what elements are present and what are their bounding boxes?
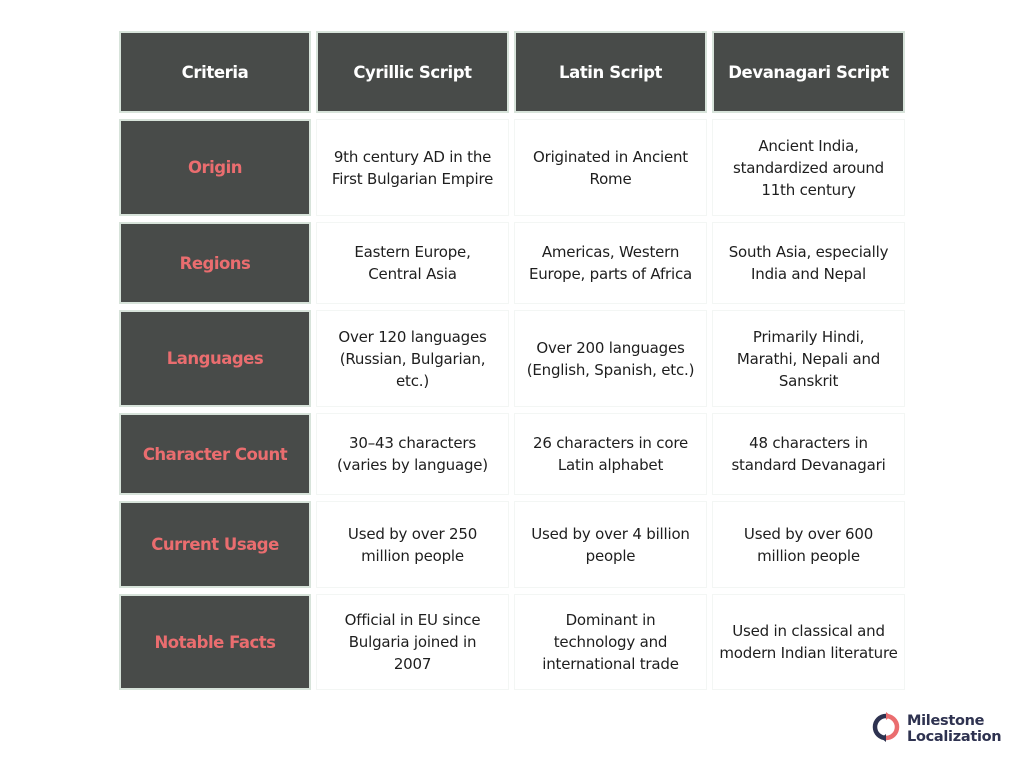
milestone-ring-icon [872, 711, 900, 747]
header-label: Latin Script [558, 62, 663, 82]
cell-latin-regions: Americas, Western Europe, parts of Afric… [514, 222, 707, 304]
criterion-current-usage: Current Usage [119, 501, 311, 588]
cell-latin-languages: Over 200 languages (English, Spanish, et… [514, 310, 707, 407]
milestone-localization-logo: Milestone Localization [872, 711, 1002, 747]
cell-latin-current-usage: Used by over 4 billion people [514, 501, 707, 588]
cell-cyrillic-current-usage: Used by over 250 million people [316, 501, 509, 588]
header-devanagari: Devanagari Script [712, 31, 905, 113]
logo-wordmark: Milestone Localization [907, 713, 1002, 745]
logo-line2: Localization [907, 729, 1002, 745]
header-label: Criteria [181, 62, 249, 82]
cell-latin-origin: Originated in Ancient Rome [514, 119, 707, 216]
cell-cyrillic-regions: Eastern Europe, Central Asia [316, 222, 509, 304]
cell-devanagari-character-count: 48 characters in standard Devanagari [712, 413, 905, 495]
cell-devanagari-notable-facts: Used in classical and modern Indian lite… [712, 594, 905, 690]
cell-cyrillic-origin: 9th century AD in the First Bulgarian Em… [316, 119, 509, 216]
cell-latin-character-count: 26 characters in core Latin alphabet [514, 413, 707, 495]
criterion-character-count: Character Count [119, 413, 311, 495]
criterion-languages: Languages [119, 310, 311, 407]
cell-latin-notable-facts: Dominant in technology and international… [514, 594, 707, 690]
logo-line1: Milestone [907, 713, 985, 729]
cell-devanagari-languages: Primarily Hindi, Marathi, Nepali and San… [712, 310, 905, 407]
criterion-notable-facts: Notable Facts [119, 594, 311, 690]
header-label: Cyrillic Script [353, 62, 472, 82]
cell-devanagari-regions: South Asia, especially India and Nepal [712, 222, 905, 304]
criterion-regions: Regions [119, 222, 311, 304]
cell-devanagari-current-usage: Used by over 600 million people [712, 501, 905, 588]
cell-cyrillic-character-count: 30–43 characters (varies by language) [316, 413, 509, 495]
cell-cyrillic-notable-facts: Official in EU since Bulgaria joined in … [316, 594, 509, 690]
criterion-origin: Origin [119, 119, 311, 216]
header-label: Devanagari Script [728, 62, 889, 82]
cell-devanagari-origin: Ancient India, standardized around 11th … [712, 119, 905, 216]
header-criteria: Criteria [119, 31, 311, 113]
header-latin: Latin Script [514, 31, 707, 113]
cell-cyrillic-languages: Over 120 languages (Russian, Bulgarian, … [316, 310, 509, 407]
header-cyrillic: Cyrillic Script [316, 31, 509, 113]
